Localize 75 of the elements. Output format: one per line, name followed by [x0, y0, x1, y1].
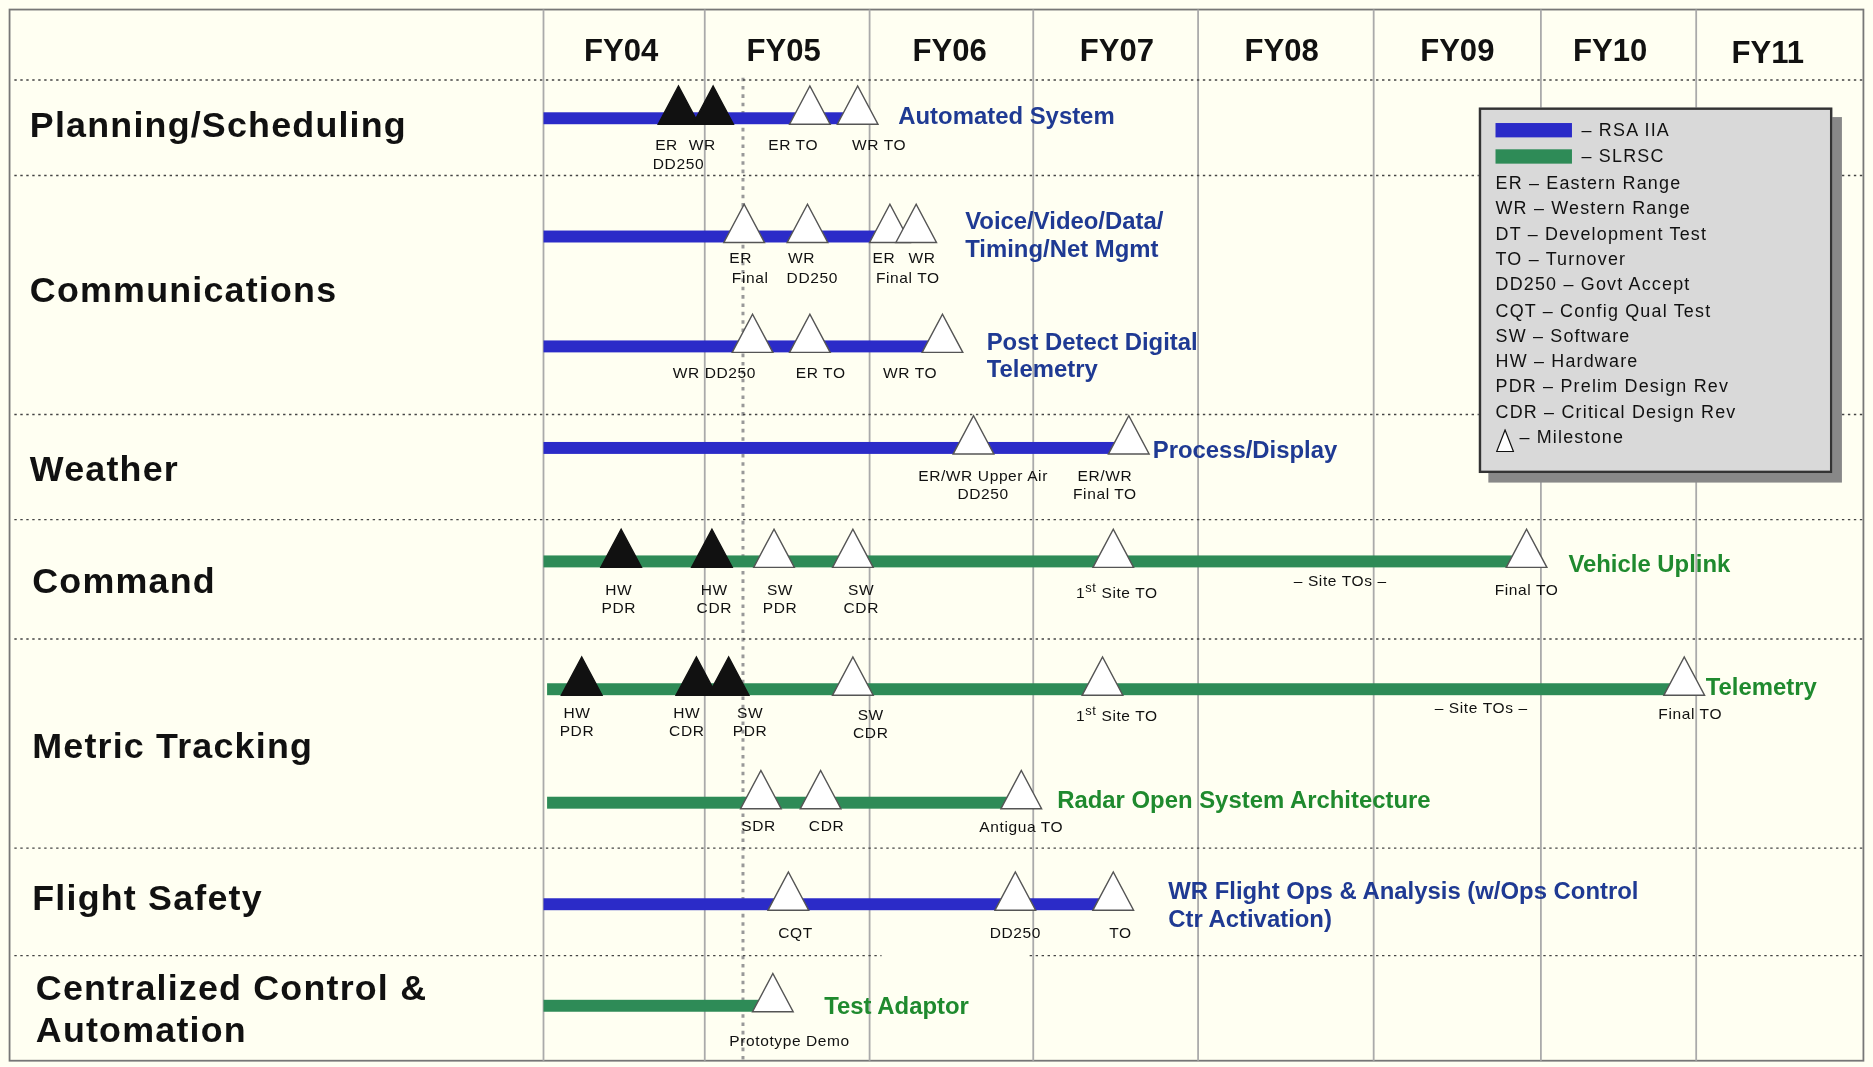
- program-heading: Weather: [29, 448, 179, 491]
- milestone-label: – Site TOs –: [1434, 699, 1528, 718]
- year-header: FY09: [1420, 33, 1495, 70]
- milestone-label: SDR: [741, 817, 776, 836]
- milestone-label: Final: [731, 269, 769, 288]
- legend-label: TO – Turnover: [1495, 248, 1627, 269]
- year-header: FY10: [1573, 33, 1648, 70]
- milestone-label: ER TO: [768, 136, 819, 155]
- milestone-label: Final TO: [1494, 582, 1559, 601]
- milestone-label: HW CDR: [668, 704, 706, 741]
- milestone-label: 1$^{st}$ Site TO: [1076, 579, 1158, 603]
- project-name: Process/Display: [1152, 436, 1338, 465]
- legend-label: SW – Software: [1495, 324, 1631, 345]
- milestone-label: Final TO: [1658, 705, 1723, 724]
- milestone-label: WR: [787, 250, 816, 269]
- milestone-label: Antigua TO: [979, 818, 1064, 837]
- milestone-label: DD250: [786, 269, 838, 288]
- legend-label: ER – Eastern Range: [1495, 172, 1682, 193]
- milestone-label: HW PDR: [558, 704, 596, 741]
- milestone-label: WR: [688, 136, 716, 155]
- milestone-label: Final TO: [875, 269, 940, 288]
- project-name: Post Detect Digital Telemetry: [986, 328, 1199, 384]
- legend-label: CQT – Config Qual Test: [1495, 299, 1712, 320]
- year-header: FY07: [1079, 33, 1154, 70]
- program-heading: Communications: [29, 269, 338, 311]
- milestone-label: SW CDR: [852, 707, 890, 743]
- legend-label: PDR – Prelim Design Rev: [1495, 375, 1730, 396]
- year-header: FY04: [584, 33, 659, 70]
- legend-label: DD250 – Govt Accept: [1495, 273, 1691, 295]
- milestone-label: TO: [1109, 925, 1132, 943]
- year-header: FY05: [746, 33, 821, 70]
- legend-label: DT – Development Test: [1495, 222, 1708, 244]
- milestone-label: ER/WR Upper Air DD250: [917, 468, 1049, 504]
- legend-label: – SLRSC: [1581, 145, 1665, 167]
- milestone-label: WR: [908, 250, 936, 269]
- year-header: FY08: [1244, 33, 1319, 70]
- milestone-label: – Site TOs –: [1293, 572, 1387, 591]
- milestone-label: HW PDR: [600, 581, 638, 618]
- legend-label: WR – Western Range: [1495, 197, 1691, 218]
- project-name: Telemetry: [1705, 673, 1817, 701]
- milestone-label: 1$^{st}$ Site TO: [1076, 702, 1158, 726]
- milestone-label: SW PDR: [731, 704, 769, 741]
- milestone-label: WR TO: [883, 364, 938, 383]
- year-header: FY11: [1731, 35, 1805, 72]
- project-name: Vehicle Uplink: [1568, 550, 1731, 578]
- legend-label: HW – Hardware: [1495, 350, 1639, 371]
- milestone-label: ER: [729, 250, 752, 269]
- milestone-label: DD250: [652, 155, 705, 174]
- project-name: Radar Open System Architecture: [1057, 786, 1431, 815]
- milestone-label: ER/WR Final TO: [1072, 468, 1138, 504]
- legend-label: CDR – Critical Design Rev: [1495, 401, 1737, 422]
- milestone-label: Prototype Demo: [729, 1032, 850, 1051]
- project-name: Voice/Video/Data/ Timing/Net Mgmt: [965, 207, 1165, 263]
- milestone-label: HW CDR: [695, 581, 733, 618]
- milestone-label: ER: [872, 250, 896, 269]
- year-header: FY06: [912, 33, 987, 70]
- milestone-label: DD250: [989, 925, 1041, 943]
- project-name: Automated System: [898, 102, 1115, 130]
- milestone-label: SW CDR: [842, 581, 880, 618]
- program-heading: Command: [32, 561, 216, 603]
- milestone-label: SW PDR: [761, 581, 799, 618]
- milestone-label: WR DD250: [672, 364, 756, 383]
- project-name: WR Flight Ops & Analysis (w/Ops Control Ctr Activation): [1168, 877, 1640, 933]
- milestone-label: CDR: [808, 817, 845, 836]
- program-heading: Centralized Control & Automation: [35, 968, 429, 1051]
- legend-label: – Milestone: [1519, 426, 1625, 447]
- milestone-label: ER: [655, 136, 678, 155]
- program-heading: Planning/Scheduling: [29, 104, 407, 147]
- milestone-label: CQT: [778, 925, 813, 943]
- program-heading: Metric Tracking: [32, 725, 314, 768]
- milestone-label: WR TO: [852, 136, 907, 155]
- program-heading: Flight Safety: [32, 877, 263, 919]
- project-name: Test Adaptor: [824, 992, 969, 1020]
- legend-label: – RSA IIA: [1581, 119, 1670, 140]
- milestone-label: ER TO: [795, 364, 846, 383]
